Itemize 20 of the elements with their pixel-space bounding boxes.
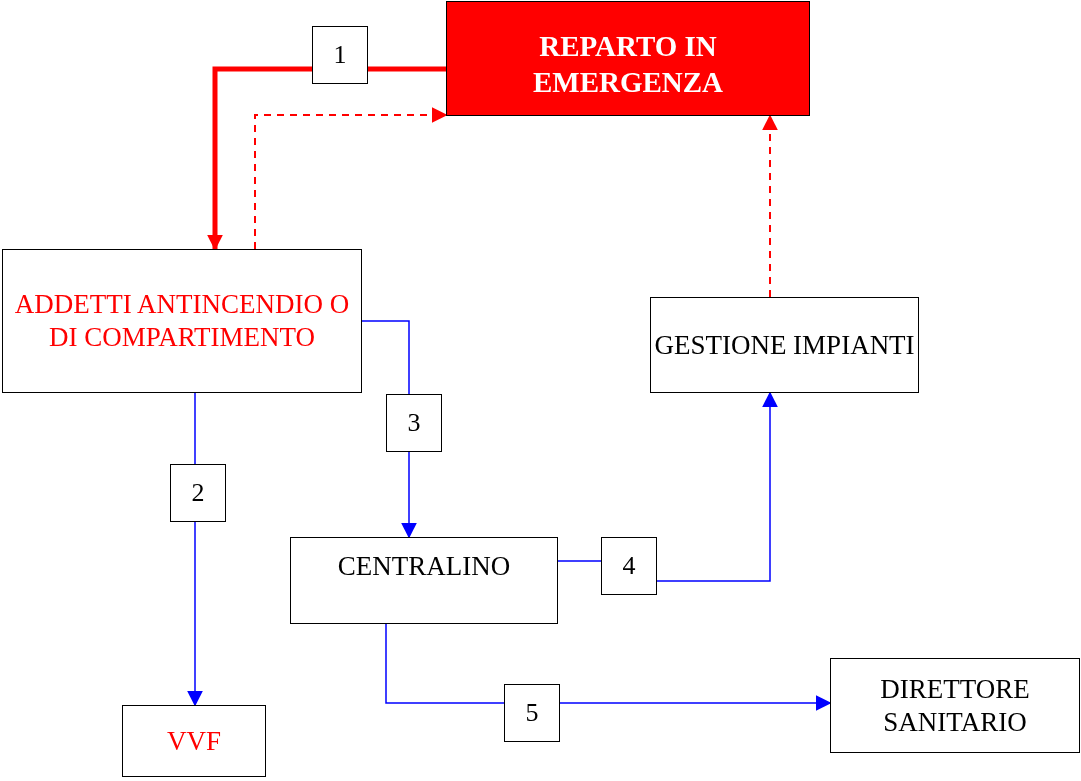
process-box [122,705,266,777]
edge-label: 4 [601,537,657,595]
process-box [830,658,1080,753]
process-box [446,1,810,116]
edge-label: 2 [170,464,226,522]
arrow [762,114,778,298]
box-label: DIRETTORE SANITARIO [879,672,1031,739]
arrow [385,623,832,711]
arrow [254,107,448,250]
edge-label: 5 [504,684,560,742]
box-label: REPARTO IN EMERGENZA [531,29,725,100]
box-label: CENTRALINO [337,550,511,583]
process-box [650,297,919,393]
edge-label: 1 [312,26,368,84]
edge-label: 3 [386,394,442,452]
box-label: ADDETTI ANTINCENDIO O DI COMPARTIMENTO [13,288,351,354]
box-label: VVF [167,724,221,758]
process-box [290,537,558,624]
process-box [2,249,362,393]
box-label: GESTIONE IMPIANTI [654,328,915,362]
